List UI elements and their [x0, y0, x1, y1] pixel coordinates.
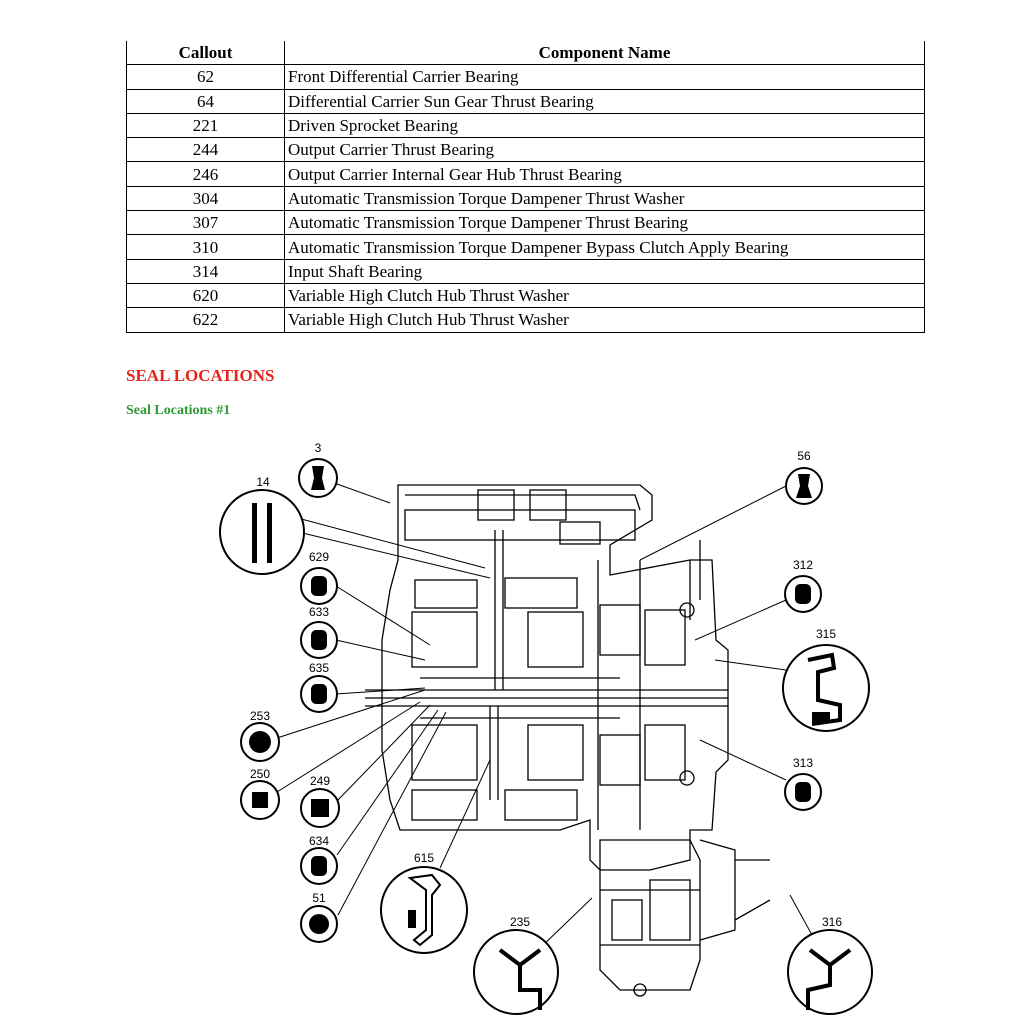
callout-cell: 622: [126, 307, 285, 333]
callout-bubble-312: [784, 575, 822, 613]
callout-label-312: 312: [793, 558, 813, 572]
callout-cell: 64: [126, 88, 285, 114]
callout-label-3: 3: [315, 441, 322, 455]
callout-label-235: 235: [510, 915, 530, 929]
callout-bubble-635: [300, 675, 338, 713]
callout-label-253: 253: [250, 709, 270, 723]
callout-bubble-3: [298, 458, 338, 498]
callout-label-316: 316: [822, 915, 842, 929]
callout-bubble-633: [300, 621, 338, 659]
component-name-cell: Output Carrier Thrust Bearing: [284, 137, 925, 163]
transmission-cross-section: [365, 484, 771, 997]
section-heading: SEAL LOCATIONS: [126, 366, 275, 385]
component-name-cell: Output Carrier Internal Gear Hub Thrust …: [284, 161, 925, 187]
callout-bubble-253: [240, 722, 280, 762]
callout-bubble-313: [784, 773, 822, 811]
callout-cell: 221: [126, 112, 285, 139]
component-name-cell: Automatic Transmission Torque Dampener T…: [284, 210, 925, 236]
callout-label-14: 14: [256, 475, 270, 489]
component-name-cell: Input Shaft Bearing: [284, 258, 925, 284]
callout-bubble-250: [240, 780, 280, 820]
callout-bubble-629: [300, 567, 338, 605]
callout-label-313: 313: [793, 756, 813, 770]
callout-bubble-316: [787, 929, 873, 1015]
component-name-cell: Automatic Transmission Torque Dampener B…: [284, 234, 925, 260]
callout-bubble-249: [300, 788, 340, 828]
callout-cell: 62: [126, 64, 285, 90]
component-name-cell: Variable High Clutch Hub Thrust Washer: [284, 282, 925, 309]
callout-bubble-51: [300, 905, 338, 943]
subsection-heading: Seal Locations #1: [126, 403, 231, 418]
callout-label-315: 315: [816, 627, 836, 641]
callout-label-633: 633: [309, 605, 329, 619]
callout-cell: 310: [126, 234, 285, 260]
callout-bubble-315: [782, 644, 870, 732]
callout-label-634: 634: [309, 834, 329, 848]
callout-bubble-14: [219, 489, 305, 575]
callout-label-615: 615: [414, 851, 434, 865]
callout-bubble-615: [380, 866, 468, 954]
callout-label-635: 635: [309, 661, 329, 675]
component-name-cell: Driven Sprocket Bearing: [284, 112, 925, 139]
callout-label-629: 629: [309, 550, 329, 564]
callout-cell: 620: [126, 282, 285, 309]
leader-lines: [276, 483, 813, 951]
component-name-cell: Automatic Transmission Torque Dampener T…: [284, 185, 925, 212]
callout-label-51: 51: [312, 891, 326, 905]
component-name-cell: Variable High Clutch Hub Thrust Washer: [284, 307, 925, 333]
callout-label-56: 56: [797, 449, 811, 463]
callout-bubble-634: [300, 847, 338, 885]
callout-label-250: 250: [250, 767, 270, 781]
callout-cell: 314: [126, 258, 285, 284]
header-callout: Callout: [126, 41, 285, 66]
component-name-cell: Front Differential Carrier Bearing: [284, 64, 925, 90]
callout-label-249: 249: [310, 774, 330, 788]
callout-bubble-235: [473, 929, 559, 1015]
callout-bubble-56: [785, 467, 823, 505]
component-name-cell: Differential Carrier Sun Gear Thrust Bea…: [284, 88, 925, 114]
